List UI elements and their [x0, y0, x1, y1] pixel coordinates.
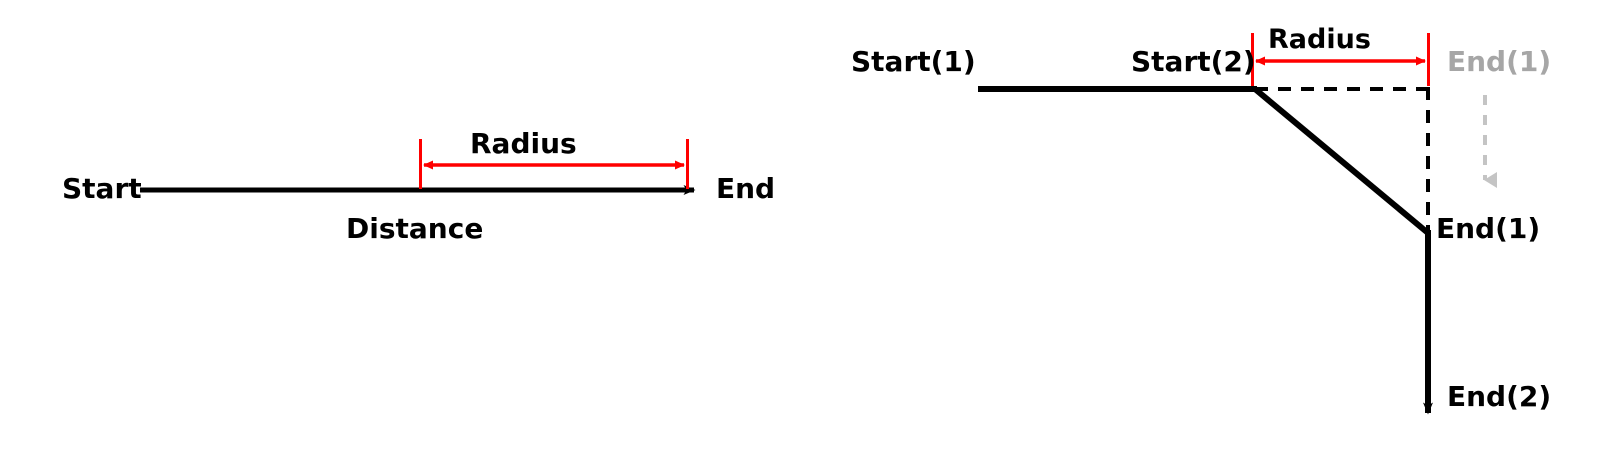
label-start: Start — [62, 172, 142, 205]
label-distance: Distance — [346, 212, 484, 245]
right-panel-graphics — [978, 33, 1497, 415]
label-radius-left: Radius — [470, 127, 577, 160]
label-end-1: End(1) — [1436, 212, 1541, 245]
bevel-diagonal-line — [1253, 86, 1430, 236]
label-start-2: Start(2) — [1131, 45, 1256, 78]
label-radius-right: Radius — [1268, 24, 1371, 55]
label-start-1: Start(1) — [851, 45, 976, 78]
label-end: End — [716, 172, 776, 205]
label-end-1-ghost: End(1) — [1447, 45, 1552, 78]
label-end-2: End(2) — [1447, 380, 1552, 413]
left-panel-graphics — [140, 139, 696, 195]
